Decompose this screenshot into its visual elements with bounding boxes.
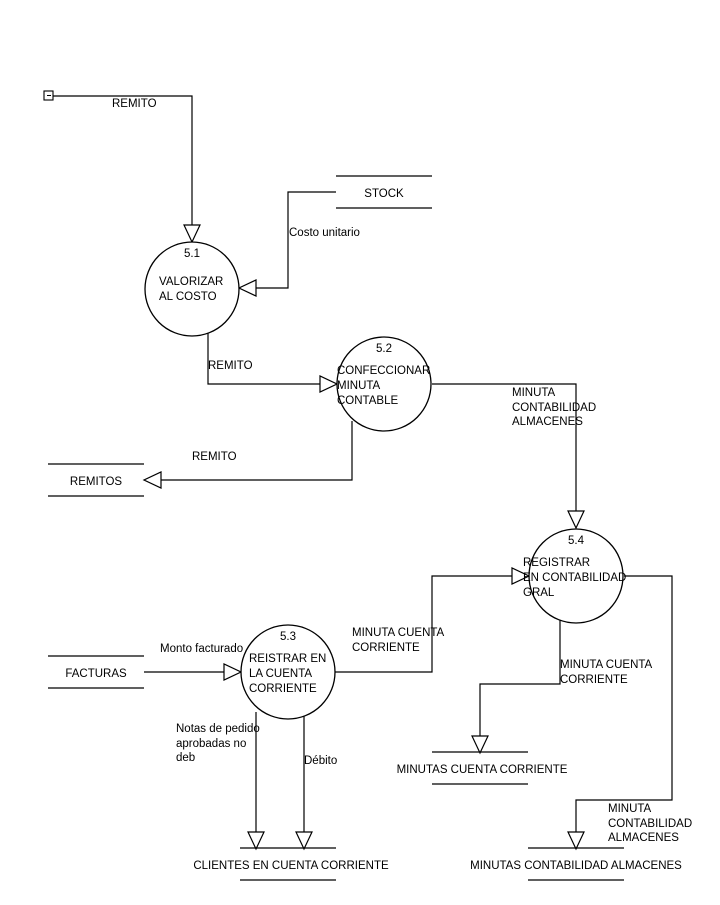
flow-label: CONTABILIDAD [608,818,692,830]
flow-label: MINUTA CUENTA [560,659,653,671]
flow-label: Monto facturado [160,643,243,655]
process-label-line: REISTRAR EN [249,653,326,665]
process-label-line: MINUTA [337,380,381,392]
flow-remito-out [161,421,353,481]
flow-minuta-cc-54-store [479,620,561,736]
process-5-2: 5.2 CONFECCIONAR MINUTA CONTABLE [336,336,432,432]
process-5-1: 5.1 VALORIZAR AL COSTO [144,241,240,337]
process-label-line: EN CONTABILIDAD [523,572,626,584]
store-label: STOCK [364,188,404,200]
process-number: 5.4 [568,535,585,547]
process-number: 5.1 [184,248,200,260]
flow-label: MINUTA [512,387,556,399]
store-label: MINUTAS CUENTA CORRIENTE [397,764,568,776]
flow-label: CORRIENTE [352,642,420,654]
flow-costo-unitario [256,191,336,289]
flow-label: ALMACENES [608,832,679,844]
store-label: MINUTAS CONTABILIDAD ALMACENES [470,860,682,872]
flow-label: ALMACENES [512,416,583,428]
flow-label: CONTABILIDAD [512,402,596,414]
flow-label: MINUTA [608,803,652,815]
flow-label: Débito [304,755,337,767]
process-5-3: 5.3 REISTRAR EN LA CUENTA CORRIENTE [240,624,336,720]
flow-label: Notas de pedido [176,723,260,735]
store-minutas-cuenta-corriente: MINUTAS CUENTA CORRIENTE [397,751,568,785]
flow-label: MINUTA CUENTA [352,627,445,639]
process-label-line: REGISTRAR [523,557,590,569]
arrowhead [223,663,243,681]
flow-remito-51-52 [207,327,320,385]
flow-minuta-ca-54-store [575,575,673,832]
flow-minuta-cc-53-54 [335,575,512,673]
arrowhead [567,831,585,851]
process-label-line: LA CUENTA [249,668,312,680]
process-number: 5.2 [376,343,392,355]
flow-label: Costo unitario [289,227,360,239]
arrowhead [142,471,162,489]
store-label: CLIENTES EN CUENTA CORRIENTE [193,860,389,872]
flow-label: REMITO [112,98,157,110]
process-label-line: GRAL [523,587,555,599]
arrowhead [471,735,489,755]
store-label: REMITOS [70,476,123,488]
process-label-line: CORRIENTE [249,683,317,695]
flow-label: deb [176,752,195,764]
store-minutas-contabilidad-almacenes: MINUTAS CONTABILIDAD ALMACENES [470,847,682,881]
store-facturas: FACTURAS [48,655,144,689]
arrowhead [511,567,531,585]
arrowhead [183,224,201,244]
flow-label: CORRIENTE [560,674,628,686]
process-label-line: CONFECCIONAR [337,365,430,377]
flow-remito-in [53,95,193,225]
arrowhead [319,375,339,393]
store-stock: STOCK [336,175,432,209]
flow-minuta-ca-52-54 [432,383,577,511]
arrowhead [237,279,257,297]
store-label: FACTURAS [65,668,127,680]
process-number: 5.3 [280,631,296,643]
arrowhead [295,831,313,851]
process-label-line: VALORIZAR [159,276,223,288]
flow-label: aprobadas no [176,738,246,750]
arrowhead [247,831,265,851]
arrowhead [567,510,585,530]
process-label-line: CONTABLE [337,395,398,407]
store-clientes-cuenta-corriente: CLIENTES EN CUENTA CORRIENTE [193,847,389,881]
store-remitos: REMITOS [48,463,144,497]
process-label-line: AL COSTO [159,291,217,303]
flow-label: REMITO [208,360,253,372]
process-5-4: 5.4 REGISTRAR EN CONTABILIDAD GRAL [523,528,626,624]
flow-label: REMITO [192,451,237,463]
